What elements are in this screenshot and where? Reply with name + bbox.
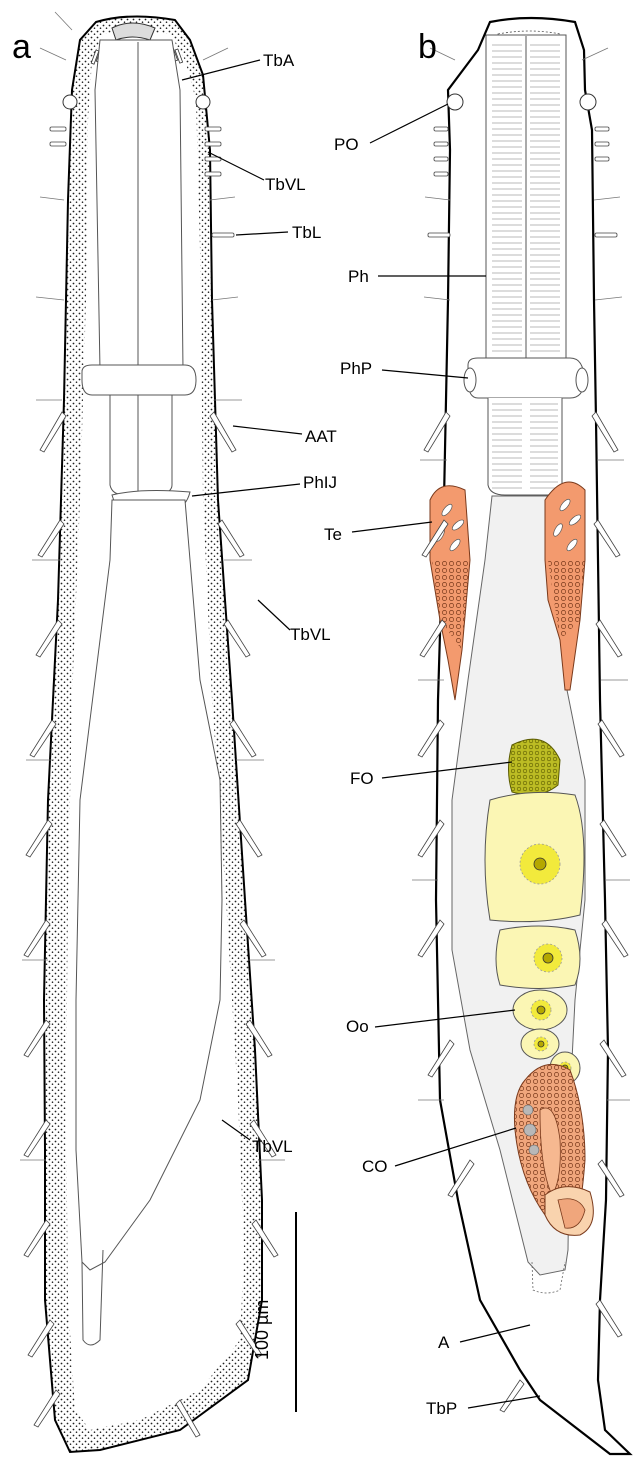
scale-bar-label: 100 µm [252, 1300, 272, 1360]
label-php: PhP [340, 359, 372, 378]
panel-letter-a: a [12, 28, 31, 66]
pharyngeal-pores-a [82, 365, 196, 395]
anterior-tip-a [112, 23, 155, 40]
label-tbvl-1: TbVL [265, 175, 306, 194]
side-organ-left-a [63, 95, 77, 109]
oocyte-4 [521, 1029, 559, 1059]
label-oo: Oo [346, 1017, 369, 1036]
label-te: Te [324, 525, 342, 544]
oocyte-2 [496, 926, 580, 989]
pharyngeal-pores-b [468, 358, 584, 398]
panel-b: b PO Ph PhP Te FO Oo CO A TbP [324, 18, 630, 1454]
label-tbp: TbP [426, 1399, 457, 1418]
pigment-organ-right [580, 94, 596, 110]
label-tbvl-2: TbVL [290, 625, 331, 644]
label-po: PO [334, 135, 359, 154]
label-tba: TbA [263, 51, 295, 70]
label-fo: FO [350, 769, 374, 788]
frontal-organ [509, 739, 561, 795]
pigment-organ-left [447, 94, 463, 110]
label-tbl: TbL [292, 223, 321, 242]
oocyte-1 [485, 792, 584, 921]
pharynx-a [95, 40, 183, 370]
label-co: CO [362, 1157, 388, 1176]
panel-letter-b: b [418, 28, 437, 66]
label-tbvl-3: TbVL [252, 1137, 293, 1156]
label-ph: Ph [348, 267, 369, 286]
oocyte-3 [513, 990, 567, 1030]
label-phij: PhIJ [303, 473, 337, 492]
side-organ-right-a [196, 95, 210, 109]
label-aat: AAT [305, 427, 337, 446]
label-a: A [438, 1333, 450, 1352]
panel-a: a TbA TbVL TbL AAT PhIJ TbVL TbVL [12, 12, 337, 1452]
